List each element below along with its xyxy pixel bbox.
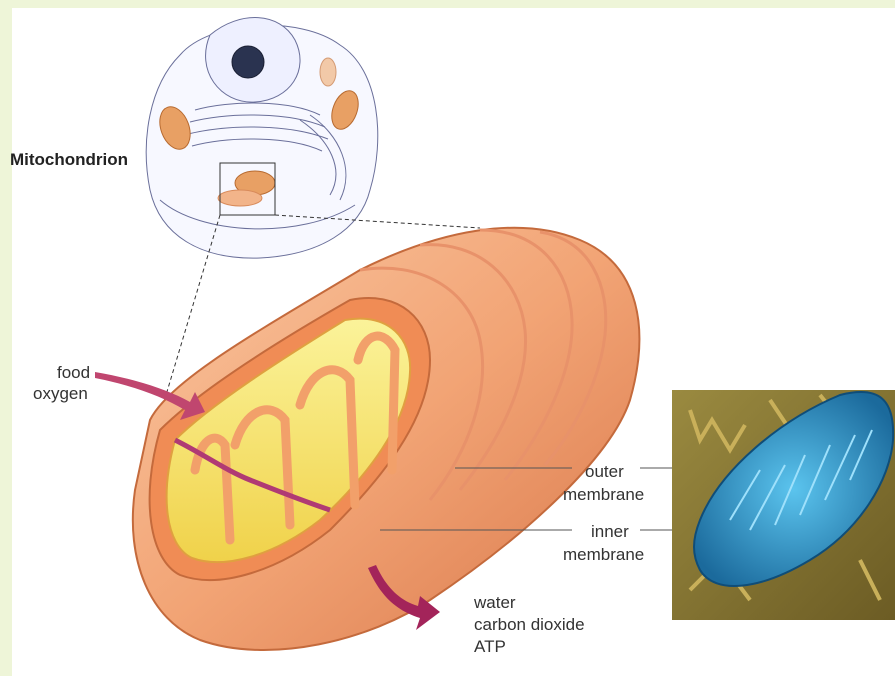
outer-membrane-label-2: membrane	[563, 485, 644, 505]
electron-micrograph	[672, 390, 895, 620]
inner-membrane-label-1: inner	[591, 522, 629, 542]
food-label: food	[57, 363, 90, 383]
inner-membrane-label-2: membrane	[563, 545, 644, 565]
diagram-title: Mitochondrion	[10, 150, 128, 170]
carbon-dioxide-label: carbon dioxide	[474, 615, 585, 635]
animal-cell-illustration	[146, 18, 378, 259]
outer-membrane-label-1: outer	[585, 462, 624, 482]
water-label: water	[474, 593, 516, 613]
oxygen-label: oxygen	[33, 384, 88, 404]
atp-label: ATP	[474, 637, 506, 657]
